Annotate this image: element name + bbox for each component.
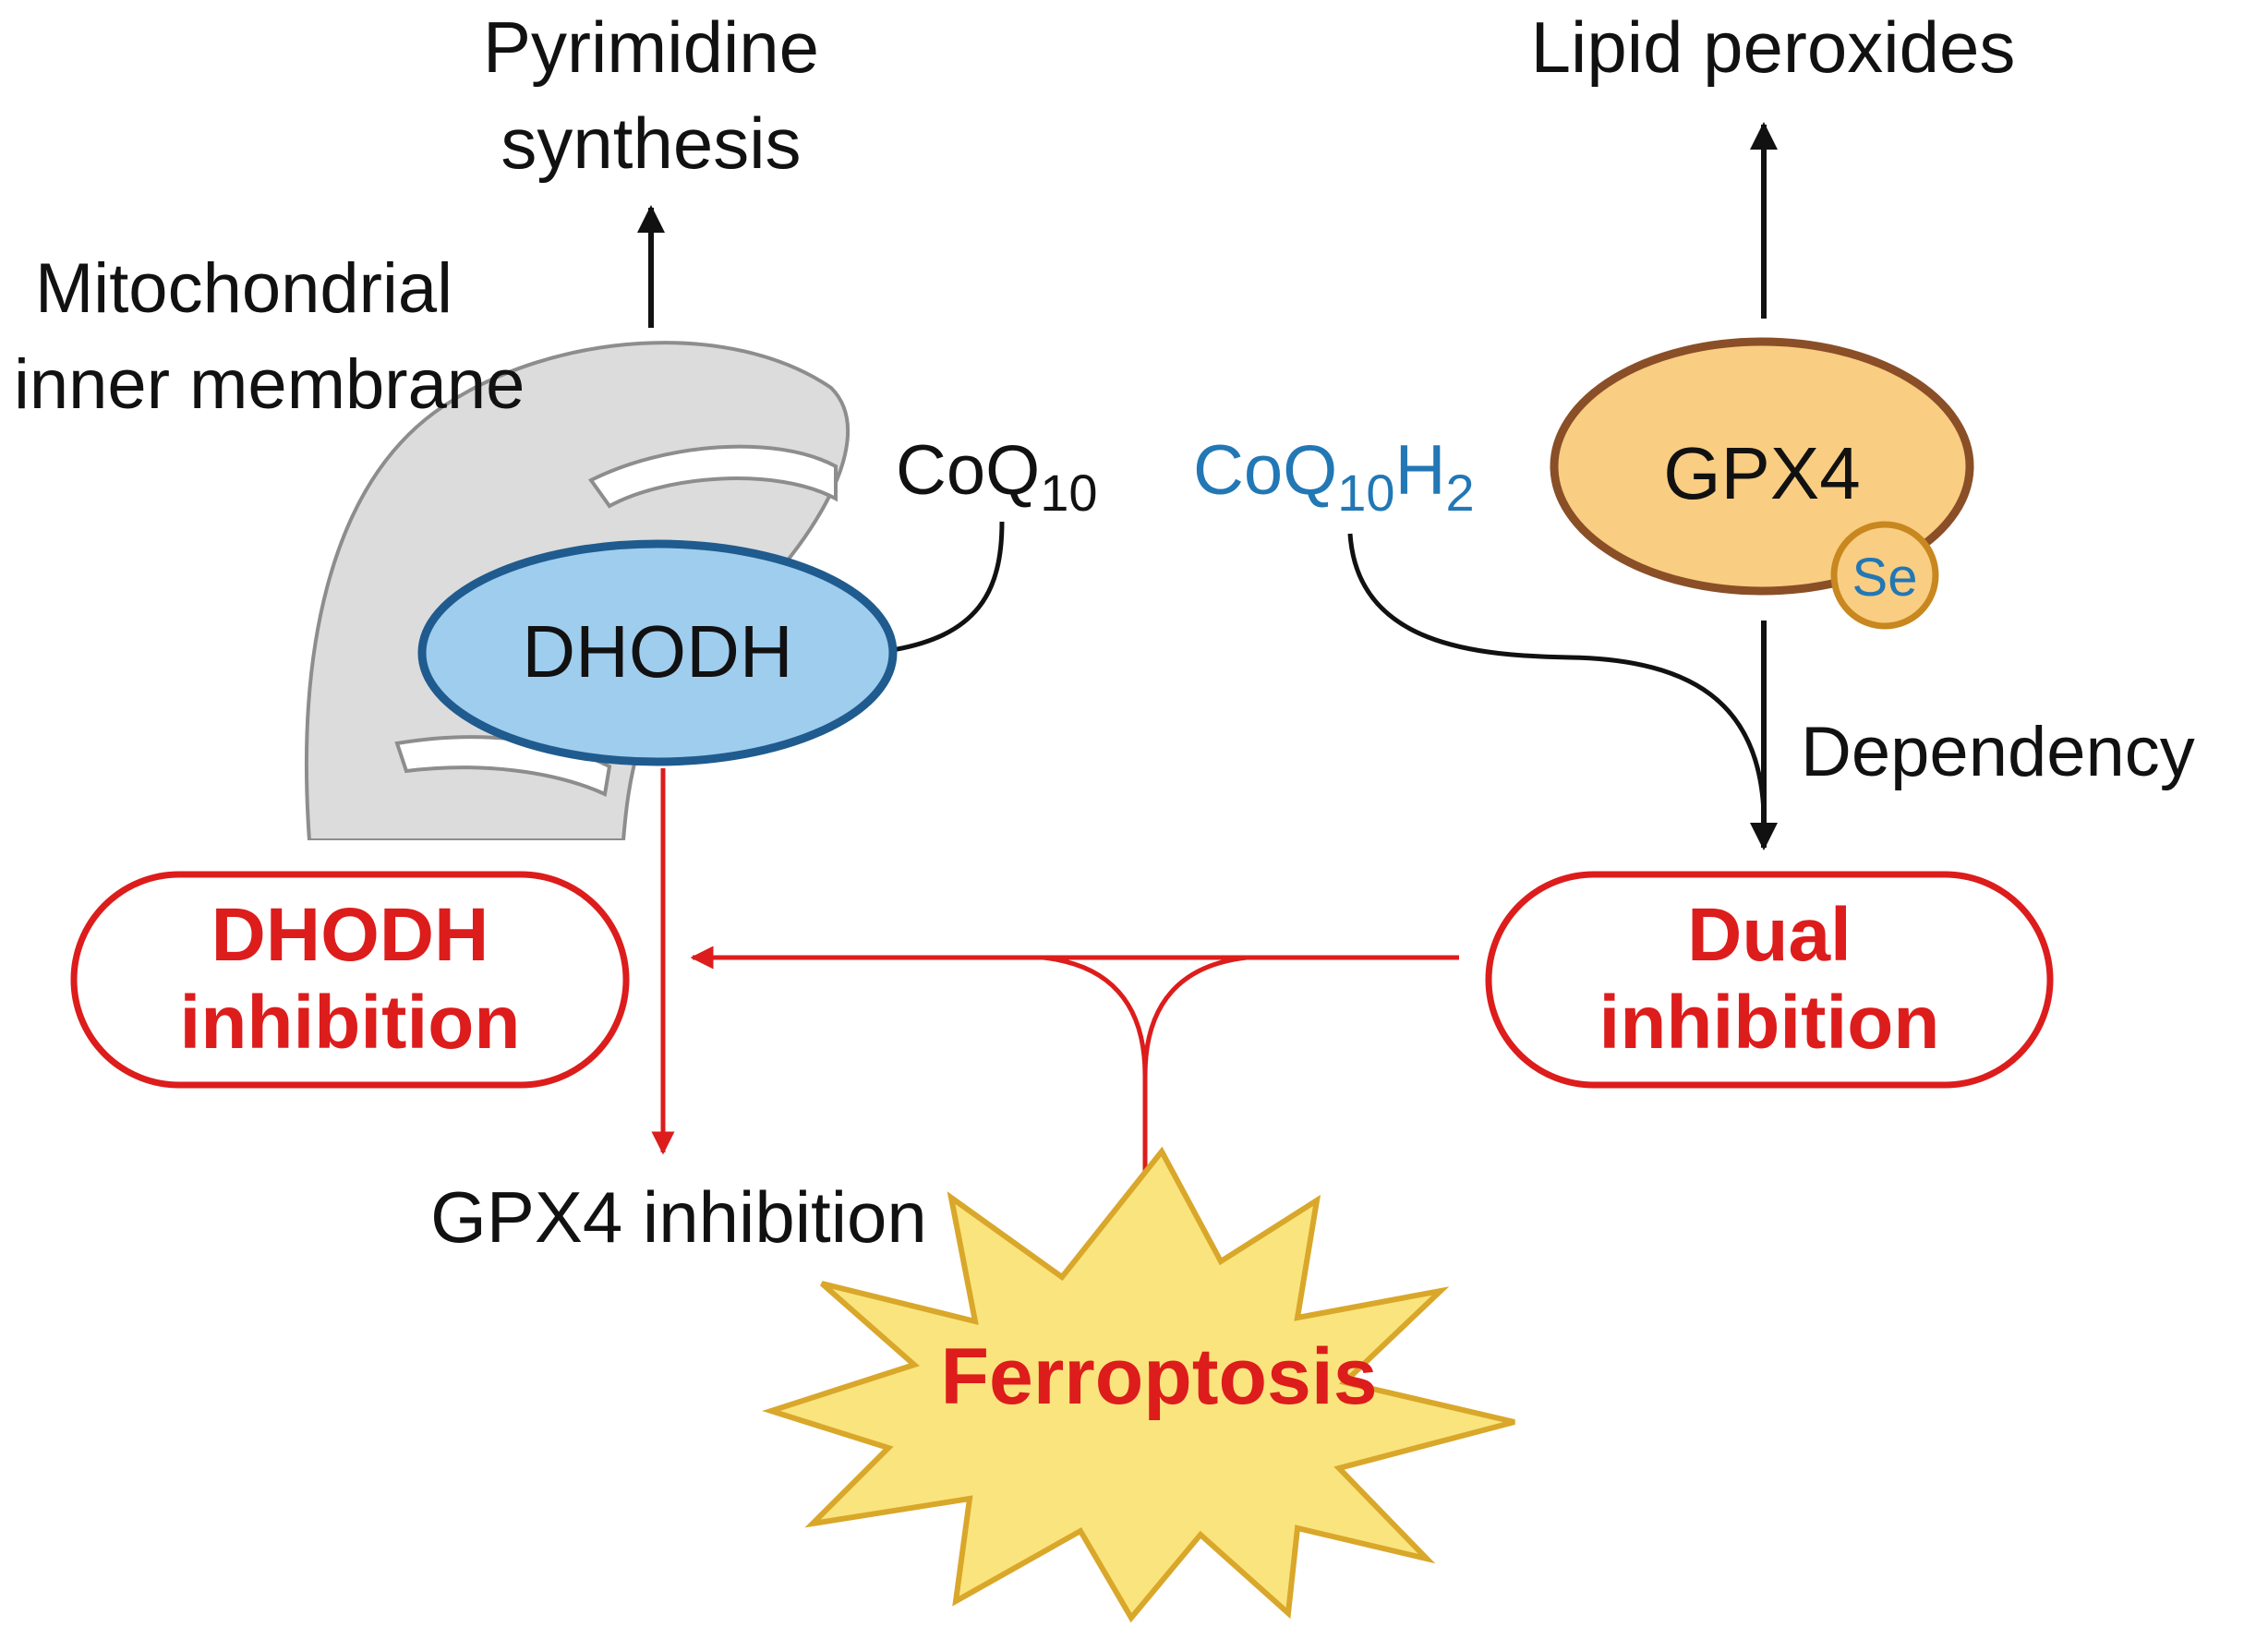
- ferroptosis-burst: [762, 1146, 1515, 1623]
- membrane-label-2: inner membrane: [14, 345, 525, 424]
- pyrimidine-synthesis-label: Pyrimidine: [483, 6, 819, 88]
- coq10-label: CoQ10: [896, 431, 1098, 522]
- coq10h2-label: CoQ10H2: [1193, 431, 1475, 522]
- dhodh-label: DHODH: [522, 610, 792, 693]
- membrane-label: Mitochondrial: [35, 249, 452, 328]
- selenium-label: Se: [1852, 548, 1918, 608]
- dhodh-inhibition-label-2: inhibition: [180, 981, 521, 1065]
- gpx4-label: GPX4: [1663, 432, 1860, 514]
- dual-inhibition-box: [1485, 871, 2054, 1089]
- dual-inhibition-label-2: inhibition: [1599, 981, 1940, 1065]
- pyrimidine-synthesis-label-2: synthesis: [501, 102, 801, 184]
- coq10-connector: [886, 521, 1005, 654]
- dhodh-node: [417, 539, 898, 766]
- gpx4-inhibition-label: GPX4 inhibition: [430, 1176, 927, 1258]
- dhodh-inhibition-label: DHODH: [211, 893, 489, 977]
- dual-inhibition-label: Dual: [1687, 893, 1852, 977]
- ferroptosis-label: Ferroptosis: [940, 1332, 1377, 1421]
- dhodh-inhibition-box: [70, 871, 630, 1089]
- selenium-node: [1830, 521, 1939, 630]
- lipid-peroxides-label: Lipid peroxides: [1531, 6, 2016, 88]
- ferroptosis-fork: [1043, 955, 1248, 1221]
- dependency-label: Dependency: [1801, 713, 2195, 791]
- coq10h2-curve: [1347, 533, 1767, 814]
